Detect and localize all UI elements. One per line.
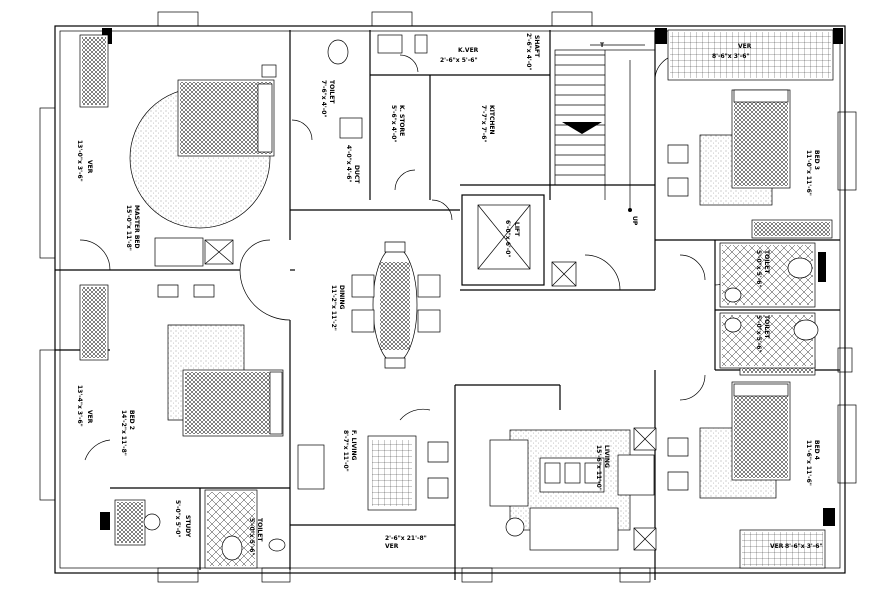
windows bbox=[39, 11, 857, 583]
f-living-furniture bbox=[297, 435, 449, 511]
label-master-bed-size: 15'-0"x 11'-8" bbox=[125, 205, 132, 251]
toilet-bottom-left-fixtures bbox=[204, 489, 286, 569]
label-bed2-size: 14'-2"x 11'-8" bbox=[120, 410, 127, 456]
label-ver-left-top: VER bbox=[86, 160, 93, 174]
label-ver-bottom-size: 2'-6"x 21'-8" bbox=[385, 535, 427, 542]
label-k-store: K. STORE bbox=[398, 105, 405, 136]
label-k-ver-size: 2'-6"x 5'-6" bbox=[440, 57, 478, 64]
label-ver-bottom-right: VER bbox=[770, 543, 784, 550]
label-kitchen: KITCHEN bbox=[488, 105, 495, 135]
label-duct: DUCT bbox=[353, 165, 360, 184]
outer-walls bbox=[54, 25, 846, 574]
label-ver-left-top-size: 13'-0"x 3'-6" bbox=[76, 140, 83, 182]
label-dining-size: 11'-2"x 11'-2" bbox=[330, 285, 337, 331]
toilet-top-fixtures bbox=[327, 34, 428, 139]
label-living: LIVING bbox=[603, 445, 610, 468]
lift bbox=[461, 194, 545, 286]
label-toilet-right-upper-size: 5'-0"x 5'-6" bbox=[755, 250, 762, 288]
room-labels: MASTER BED 15'-0"x 11'-8" BED 2 14'-2"x … bbox=[76, 33, 823, 556]
label-bed4: BED 4 bbox=[813, 440, 820, 460]
label-master-bed: MASTER BED bbox=[133, 205, 140, 249]
label-ver-bottom: VER bbox=[385, 543, 399, 550]
label-f-living: F. LIVING bbox=[350, 430, 357, 461]
study-furniture bbox=[114, 499, 161, 546]
label-toilet-top-size: 7'-6"x 4'-0" bbox=[320, 80, 327, 118]
label-living-size: 15'-6"x 11'-0" bbox=[595, 445, 602, 491]
label-toilet-bottom-left: TOILET bbox=[256, 518, 263, 542]
label-toilet-right-lower: TOILET bbox=[763, 315, 770, 339]
label-ver-top-right: VER bbox=[738, 43, 752, 50]
label-ver-left-mid: VER bbox=[86, 410, 93, 424]
label-bed3: BED 3 bbox=[813, 150, 820, 170]
duct-markers bbox=[551, 261, 657, 551]
label-toilet-right-upper: TOILET bbox=[763, 250, 770, 274]
master-bed-furniture bbox=[129, 64, 277, 267]
stair-mark: T bbox=[600, 42, 605, 49]
label-duct-size: 4'-0"x 4'-6" bbox=[345, 145, 352, 183]
label-k-ver: K.VER bbox=[458, 47, 479, 54]
label-kitchen-size: 7'-7"x 7'-6" bbox=[480, 105, 487, 143]
label-ver-bottom-right-size: 8'-6"x 3'-6" bbox=[785, 543, 823, 550]
label-ver-top-right-size: 8'-6"x 3'-6" bbox=[712, 53, 750, 60]
label-bed2: BED 2 bbox=[128, 410, 135, 430]
label-study-size: 5'-0"x 5'-0" bbox=[174, 500, 181, 538]
label-dining: DINING bbox=[338, 285, 345, 309]
toilet-right-fixtures bbox=[719, 242, 819, 369]
label-toilet-top: TOILET bbox=[328, 80, 335, 104]
label-lift-size: 6'-0"x 6'-0" bbox=[504, 220, 511, 258]
label-toilet-bottom-left-size: 5'-0"x 5'-6" bbox=[248, 518, 255, 556]
living-furniture bbox=[489, 429, 655, 551]
label-bed4-size: 11'-6"x 11'-6" bbox=[805, 440, 812, 486]
bed2-furniture bbox=[157, 284, 284, 437]
label-ver-left-mid-size: 13'-4"x 3'-6" bbox=[76, 385, 83, 427]
staircase: T UP bbox=[554, 42, 656, 226]
columns bbox=[100, 28, 843, 530]
label-shaft-size: 2'-6"x 4'-0" bbox=[525, 33, 532, 71]
bed3-furniture bbox=[667, 89, 791, 206]
label-k-store-size: 5'-6"x 4'-0" bbox=[390, 105, 397, 143]
label-f-living-size: 8'-7"x 11'-0" bbox=[342, 430, 349, 472]
bed4-furniture bbox=[667, 381, 791, 499]
label-shaft: SHAFT bbox=[533, 35, 540, 58]
label-lift: LIFT bbox=[513, 222, 520, 237]
dining-furniture bbox=[351, 241, 441, 369]
label-toilet-right-lower-size: 5'-0"x 5'-6" bbox=[755, 315, 762, 353]
stair-up-label: UP bbox=[631, 216, 638, 226]
label-bed3-size: 11'-0"x 11'-6" bbox=[805, 150, 812, 196]
label-study: STUDY bbox=[184, 515, 191, 538]
